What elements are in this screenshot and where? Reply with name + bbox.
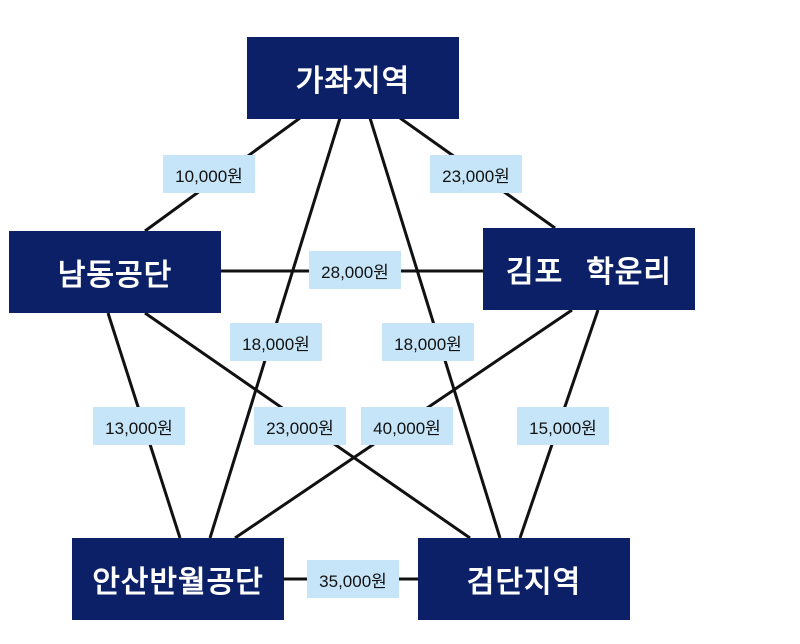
node-gimpo: 김포 학운리: [483, 228, 695, 310]
node-namdong: 남동공단: [9, 231, 221, 313]
cost-gajwa-geomdan: 18,000원: [382, 323, 474, 361]
cost-gajwa-ansan: 18,000원: [230, 323, 322, 361]
node-gajwa: 가좌지역: [247, 37, 459, 119]
cost-gimpo-geomdan: 15,000원: [517, 407, 609, 445]
cost-namdong-gimpo: 28,000원: [309, 251, 401, 289]
cost-gajwa-gimpo: 23,000원: [430, 155, 522, 193]
node-ansan: 안산반월공단: [72, 538, 284, 620]
cost-ansan-geomdan: 35,000원: [307, 560, 399, 598]
node-geomdan: 검단지역: [418, 538, 630, 620]
cost-namdong-ansan: 13,000원: [93, 407, 185, 445]
cost-gajwa-namdong: 10,000원: [163, 155, 255, 193]
cost-gimpo-ansan: 40,000원: [361, 407, 453, 445]
cost-namdong-geomdan: 23,000원: [254, 407, 346, 445]
